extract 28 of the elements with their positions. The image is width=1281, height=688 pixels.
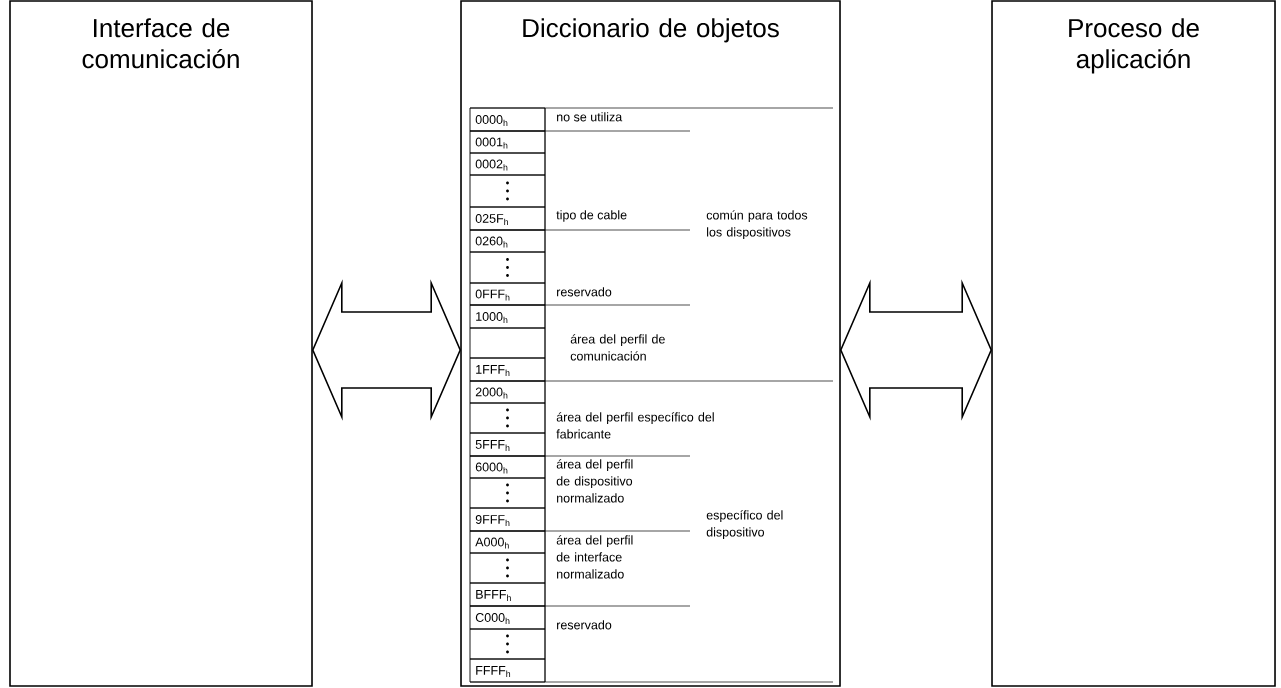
table-text: tipo de cable [556, 210, 627, 222]
table-cell: 9FFF$_{h}$ [469, 507, 546, 532]
table-cell: 5FFF$_{h}$ [469, 432, 546, 457]
table-text: reservado [557, 620, 612, 630]
panel-box: Proceso de aplicación [991, 0, 1276, 687]
table-cell: C000$_{h}$ [469, 605, 546, 630]
table-cell: 1000$_{h}$ [469, 304, 546, 329]
table-text: área del perfil de interface normalizado [556, 535, 633, 579]
table-cell: 1FFF$_{h}$ [469, 357, 546, 382]
table-cell: 6000$_{h}$ [469, 455, 546, 479]
table-cell: 0260$_{h}$ [469, 229, 546, 253]
table-text: área del perfil de comunicación [570, 334, 665, 361]
table-cell: 025F$_{h}$ [469, 206, 546, 231]
table-text: reservado [557, 287, 612, 297]
table-text: común para todos los dispositivos [706, 210, 808, 239]
table-text: no se utiliza [557, 112, 623, 122]
table-cell: 0001$_{h}$ [469, 130, 546, 154]
table-cell: BFFF$_{h}$ [469, 582, 546, 607]
table-cell: 2000$_{h}$ [469, 380, 546, 404]
table-cell: 0000$_{h}$ [469, 107, 546, 132]
table-cell: FFFF$_{h}$ [469, 658, 546, 683]
table-text: área del perfil de dispositivo normalizado [556, 459, 633, 503]
table-text: específico del dispositivo [706, 510, 783, 539]
table-cell: A000$_{h}$ [469, 530, 546, 554]
table-cell: 0002$_{h}$ [469, 152, 546, 176]
panel-box: Interface de comunicación [9, 0, 313, 687]
table-text: área del perfil específico del fabricante [556, 412, 714, 439]
table-cell: 0FFF$_{h}$ [469, 282, 546, 306]
